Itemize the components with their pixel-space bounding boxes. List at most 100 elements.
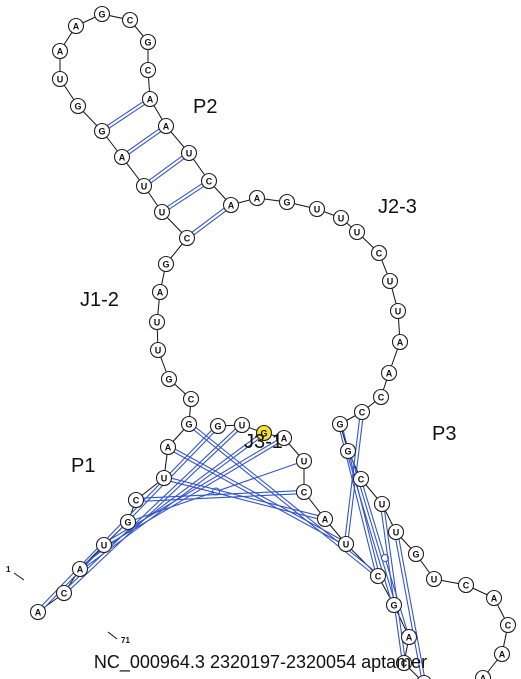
svg-text:C: C <box>127 16 134 26</box>
svg-text:G: G <box>98 127 105 137</box>
svg-text:A: A <box>228 201 235 211</box>
svg-text:U: U <box>343 540 350 550</box>
nucleotide-53: C <box>457 576 475 594</box>
base-pair-16-33 <box>187 205 233 240</box>
nucleotide-35: G <box>278 193 296 211</box>
base-pair-49-60 <box>379 504 403 664</box>
nucleotide-67: U <box>295 452 313 470</box>
nucleotide-55: C <box>499 616 517 634</box>
base-pair-2-70 <box>62 423 242 593</box>
nucleotide-43: A <box>380 364 398 382</box>
nucleotide-66: C <box>295 483 313 501</box>
nucleotide-25: G <box>93 5 111 23</box>
svg-text:G: G <box>185 420 192 430</box>
nucleotide-24: A <box>67 17 85 35</box>
svg-text:G: G <box>162 260 169 270</box>
nucleotide-44: C <box>372 388 390 406</box>
nucleotide-30: A <box>157 117 175 135</box>
svg-text:U: U <box>101 541 108 551</box>
region-label-p1: P1 <box>71 455 95 477</box>
nucleotide-6: C <box>127 491 145 509</box>
svg-text:C: C <box>376 249 383 259</box>
svg-text:C: C <box>359 408 366 418</box>
svg-text:C: C <box>145 66 152 76</box>
wobble-pair-marker-48-61 <box>380 553 390 563</box>
nucleotide-27: G <box>139 33 157 51</box>
base-pair-6-66 <box>136 493 305 503</box>
svg-text:U: U <box>354 228 361 238</box>
nucleotide-16: C <box>178 229 196 247</box>
nucleotide-71: G <box>209 417 227 435</box>
caption: NC_000964.3 2320197-2320054 aptamer <box>93 652 428 672</box>
nucleotide-61: A <box>400 628 418 646</box>
base-pair-20-29 <box>102 99 152 133</box>
nucleotide-68: A <box>275 429 293 447</box>
end-label: 71 <box>121 636 130 645</box>
nucleotide-2: C <box>55 584 73 602</box>
nucleotide-63: C <box>369 567 387 585</box>
nucleotide-23: A <box>51 42 69 60</box>
svg-text:U: U <box>314 205 321 215</box>
nucleotide-10: C <box>182 390 200 408</box>
nucleotide-18: U <box>135 177 153 195</box>
nucleotide-14: A <box>151 283 169 301</box>
nucleotide-3: A <box>71 560 89 578</box>
base-pair-47-62 <box>345 451 393 606</box>
base-pair-45-64 <box>343 411 361 544</box>
nucleotide-60: C <box>395 654 413 672</box>
svg-text:A: A <box>77 565 84 575</box>
svg-text:C: C <box>358 475 365 485</box>
nucleotide-26: C <box>121 11 139 29</box>
nucleotide-1: A <box>29 603 47 621</box>
nucleotide-11: G <box>160 370 178 388</box>
svg-text:C: C <box>184 234 191 244</box>
nucleotide-64: U <box>337 535 355 553</box>
svg-text:G: G <box>344 447 351 457</box>
svg-text:A: A <box>57 47 64 57</box>
nucleotide-33: A <box>222 196 240 214</box>
nucleotide-7: U <box>155 469 173 487</box>
svg-text:C: C <box>401 659 408 669</box>
region-label-p2: P2 <box>193 96 217 118</box>
nucleotide-12: U <box>149 341 167 359</box>
svg-text:A: A <box>254 194 261 204</box>
nucleotide-15: G <box>157 255 175 273</box>
svg-text:U: U <box>154 318 161 328</box>
end-tick <box>107 631 118 640</box>
region-label-p3: P3 <box>432 423 456 445</box>
svg-text:A: A <box>386 369 393 379</box>
svg-text:C: C <box>463 581 470 591</box>
svg-text:G: G <box>283 198 290 208</box>
base-pair-16-33 <box>185 203 231 238</box>
region-label-j1-2: J1-2 <box>80 289 119 311</box>
svg-text:G: G <box>144 38 151 48</box>
nucleotide-5: G <box>119 513 137 531</box>
svg-text:C: C <box>188 395 195 405</box>
nucleotide-38: U <box>348 223 366 241</box>
svg-text:C: C <box>378 393 385 403</box>
base-pair-50-59 <box>393 532 423 679</box>
base-pair-20-29 <box>100 97 150 131</box>
nucleotide-47: G <box>339 442 357 460</box>
svg-text:A: A <box>406 633 413 643</box>
svg-text:A: A <box>480 674 487 679</box>
nucleotide-52: U <box>425 570 443 588</box>
nucleotide-70: U <box>233 416 251 434</box>
nucleotide-31: U <box>180 144 198 162</box>
svg-text:A: A <box>397 338 404 348</box>
base-pair-17-32 <box>162 181 211 214</box>
nucleotide-50: U <box>387 523 405 541</box>
svg-text:U: U <box>161 474 168 484</box>
svg-text:A: A <box>119 153 126 163</box>
base-pair-18-31 <box>144 153 191 188</box>
base-pairs <box>36 97 426 679</box>
base-pair-50-59 <box>397 531 426 679</box>
svg-text:C: C <box>61 589 68 599</box>
start-label: 1 <box>6 565 11 574</box>
start-tick <box>13 572 25 581</box>
nucleotide-34: A <box>248 189 266 207</box>
svg-text:A: A <box>147 95 154 105</box>
nucleotide-8: A <box>159 438 177 456</box>
svg-text:C: C <box>133 496 140 506</box>
nucleotide-59: U <box>417 674 431 679</box>
